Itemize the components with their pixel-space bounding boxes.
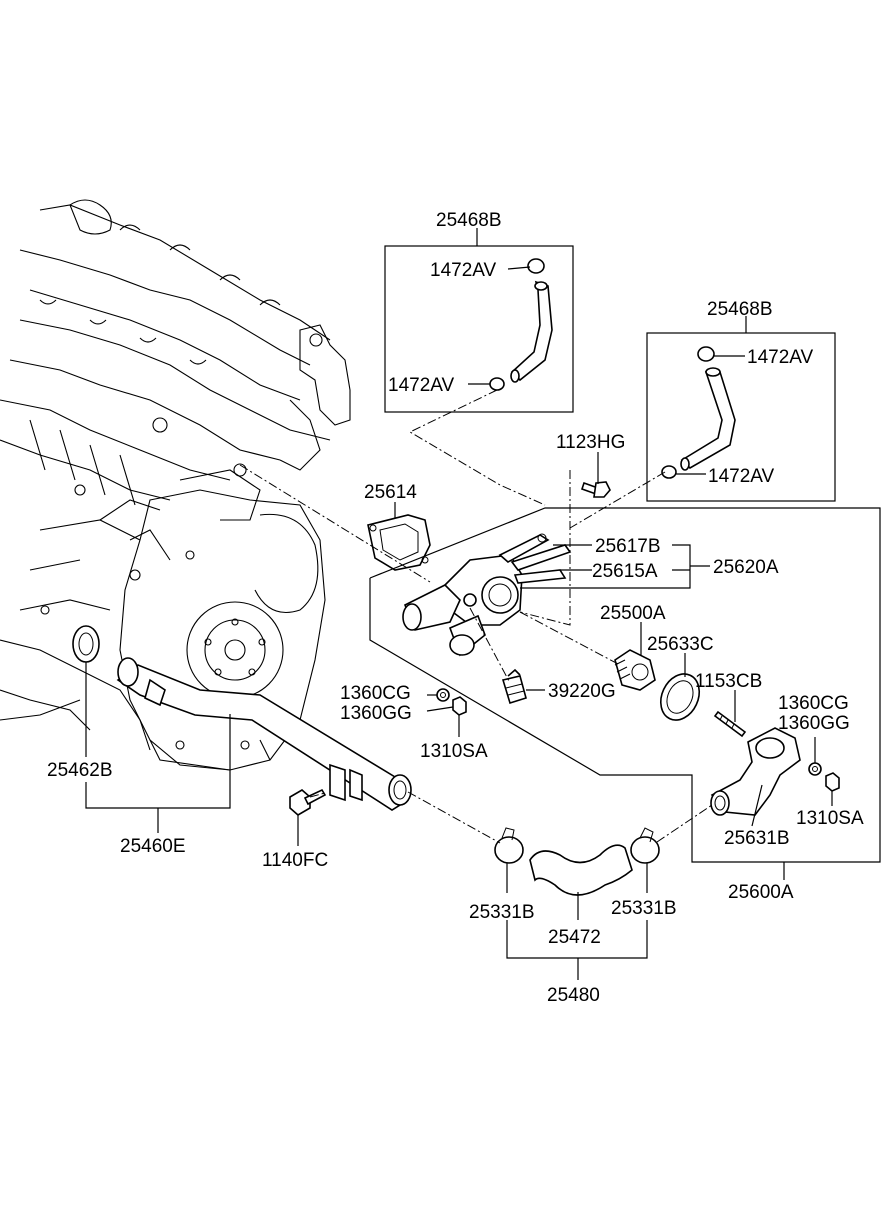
washer-right-part — [808, 762, 822, 776]
label-hose-assy-25480: 25480 — [547, 985, 600, 1006]
label-gasket-25633C: 25633C — [647, 634, 714, 655]
label-washer-left-gg: 1360GG — [340, 703, 412, 724]
hose-kit-top-part — [489, 258, 553, 391]
label-clamp-right-25331B: 25331B — [611, 898, 677, 919]
label-washer-left-cg: 1360CG — [340, 683, 411, 704]
label-housing-25620A: 25620A — [713, 557, 779, 578]
label-pipe-assy-25460E: 25460E — [120, 836, 186, 857]
thermostat-25500A-part — [614, 649, 656, 691]
hose-25472-part — [529, 844, 633, 896]
oring-25462B-part — [72, 625, 100, 663]
label-thermostat-25500A: 25500A — [600, 603, 666, 624]
label-pipe-25617B: 25617B — [595, 536, 661, 557]
label-assy-25600A: 25600A — [728, 882, 794, 903]
label-bolt-1123HG: 1123HG — [556, 432, 625, 453]
label-washer-right-gg: 1360GG — [778, 713, 850, 734]
dash-dot-guides — [239, 389, 713, 844]
label-hose-kit-right: 25468B — [707, 299, 773, 320]
label-oring-25462B: 25462B — [47, 760, 113, 781]
stud-1153CB-part — [713, 710, 747, 738]
nut-left-1310SA-part — [452, 696, 467, 716]
label-stud-1153CB: 1153CB — [695, 671, 762, 692]
label-sensor-39220G: 39220G — [548, 681, 616, 702]
label-nut-left-1310SA: 1310SA — [420, 741, 488, 762]
label-clamp-left-25331B: 25331B — [469, 902, 535, 923]
bolt-1140FC-part — [289, 788, 327, 816]
label-clamp-right-lower: 1472AV — [708, 466, 775, 487]
label-pipe-25615A: 25615A — [592, 561, 658, 582]
bolt-1123HG-part — [580, 481, 611, 498]
gasket-25633C-part — [659, 673, 701, 721]
label-fitting-25631B: 25631B — [724, 828, 790, 849]
label-hose-kit-top: 25468B — [436, 210, 502, 231]
washer-left-part — [436, 688, 450, 702]
gasket-25614-part — [367, 514, 431, 571]
leader-lines — [85, 228, 881, 980]
label-nut-right-1310SA: 1310SA — [796, 808, 864, 829]
label-clamp-top-lower: 1472AV — [388, 375, 455, 396]
label-clamp-right-upper: 1472AV — [747, 347, 814, 368]
label-washer-right-cg: 1360CG — [778, 693, 849, 714]
clamp-left-25331B-part — [494, 827, 524, 864]
nut-right-1310SA-part — [825, 772, 840, 792]
sensor-39220G-part — [501, 668, 527, 705]
label-bolt-1140FC: 1140FC — [262, 850, 328, 871]
fitting-25631B-part — [710, 727, 801, 816]
label-hose-25472: 25472 — [548, 927, 601, 948]
label-clamp-top-upper: 1472AV — [430, 260, 497, 281]
thermostat-housing-25620A-part — [402, 533, 572, 657]
water-pipe-25460E-part — [116, 657, 412, 811]
label-gasket-25614: 25614 — [364, 482, 417, 503]
engine-block-drawing — [0, 199, 351, 771]
hose-kit-right-part — [661, 346, 736, 479]
clamp-right-25331B-part — [630, 827, 660, 864]
